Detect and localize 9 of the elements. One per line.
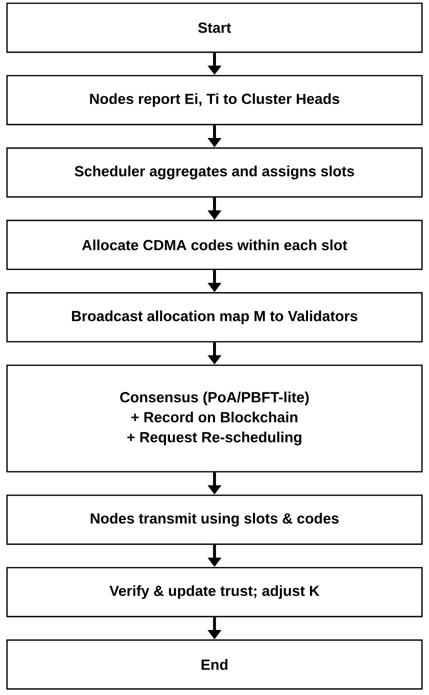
process-box: Broadcast allocation map M to Validators <box>6 292 423 342</box>
process-box: Consensus (PoA/PBFT-lite) + Record on Blockchain + Request Re-scheduling <box>6 364 423 472</box>
process-box: Nodes transmit using slots & codes <box>6 494 423 545</box>
process-box: Verify & update trust; adjust K <box>6 566 423 618</box>
process-box: Scheduler aggregates and assigns slots <box>6 147 423 198</box>
process-box: End <box>6 639 423 690</box>
process-box: Start <box>6 2 423 53</box>
process-box: Nodes report Ei, Ti to Cluster Heads <box>6 74 423 126</box>
process-box: Allocate CDMA codes within each slot <box>6 220 423 270</box>
